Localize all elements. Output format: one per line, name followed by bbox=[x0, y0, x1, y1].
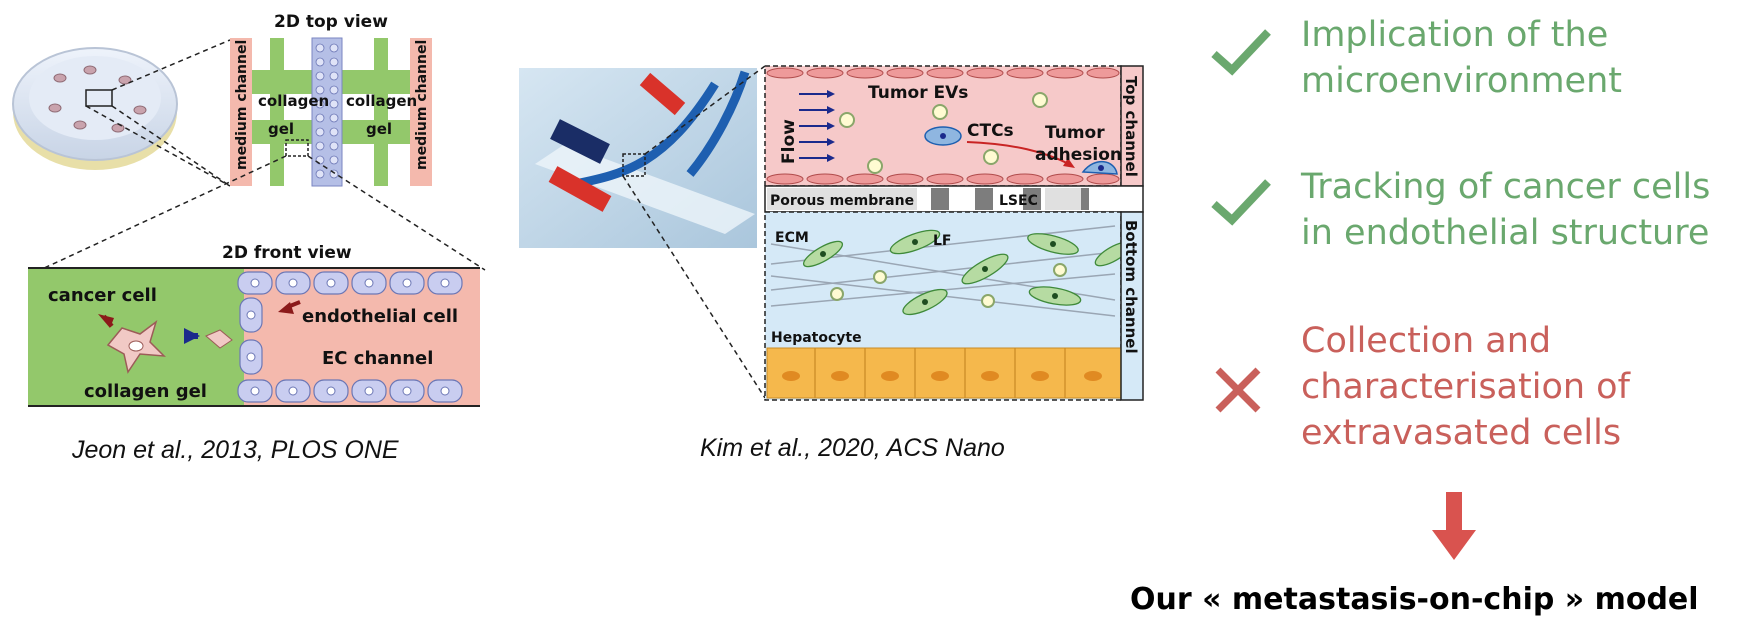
point-collection: Collection and characterisation of extra… bbox=[1301, 318, 1630, 456]
front-view-title: 2D front view bbox=[222, 243, 352, 263]
zoom-lines-3 bbox=[622, 65, 766, 399]
collagen-label-left: collagen bbox=[258, 92, 329, 110]
collagen-label-right: collagen bbox=[346, 92, 417, 110]
point-line: extravasated cells bbox=[1301, 413, 1622, 453]
point-line: Implication of the bbox=[1301, 15, 1609, 55]
lsec-label: LSEC bbox=[999, 193, 1038, 209]
figure-jeon: 2D top view medium channel medium channe… bbox=[12, 12, 486, 407]
point-microenvironment: Implication of the microenvironment bbox=[1301, 12, 1622, 104]
hepatocyte-label: Hepatocyte bbox=[771, 330, 862, 346]
front-view-diagram bbox=[28, 267, 480, 407]
point-line: microenvironment bbox=[1301, 61, 1622, 101]
caption-kim: Kim et al., 2020, ACS Nano bbox=[700, 434, 1005, 462]
top-view-title: 2D top view bbox=[274, 12, 388, 32]
porous-membrane-label: Porous membrane bbox=[770, 193, 914, 209]
ctcs-label: CTCs bbox=[967, 121, 1014, 141]
figure-kim: Tumor EVs Flow CTCs Tumor adhesion Top c… bbox=[519, 65, 1144, 401]
medium-channel-left: medium channel bbox=[234, 40, 250, 170]
lf-label: LF bbox=[933, 233, 951, 249]
porous-membrane-diagram bbox=[764, 185, 1144, 213]
endothelial-cell-label: endothelial cell bbox=[302, 306, 458, 327]
cross-icon bbox=[1215, 367, 1261, 413]
chip-photo bbox=[12, 47, 178, 170]
down-arrow-icon bbox=[1432, 492, 1476, 560]
point-line: Collection and bbox=[1301, 321, 1552, 361]
chip-photo-2 bbox=[519, 68, 757, 248]
point-line: characterisation of bbox=[1301, 367, 1630, 407]
top-view-diagram bbox=[230, 37, 432, 187]
tumor-adhesion-label-2: adhesion bbox=[1035, 145, 1122, 165]
ec-channel-label: EC channel bbox=[322, 348, 433, 369]
bottom-channel-diagram bbox=[764, 211, 1144, 401]
ecm-label: ECM bbox=[775, 230, 809, 246]
check-icon bbox=[1211, 179, 1271, 226]
gel-label-left: gel bbox=[268, 120, 294, 138]
flow-label: Flow bbox=[779, 119, 799, 164]
tumor-evs-label: Tumor EVs bbox=[868, 83, 968, 103]
caption-jeon: Jeon et al., 2013, PLOS ONE bbox=[72, 436, 399, 464]
check-icon bbox=[1211, 29, 1271, 76]
zoom-lines-2 bbox=[39, 155, 486, 271]
tumor-adhesion-label-1: Tumor bbox=[1045, 123, 1105, 143]
point-line: in endothelial structure bbox=[1301, 213, 1710, 253]
top-channel-label: Top channel bbox=[1122, 76, 1140, 177]
point-line: Tracking of cancer cells bbox=[1301, 167, 1711, 207]
model-label: Our « metastasis-on-chip » model bbox=[1130, 582, 1699, 617]
bottom-channel-label: Bottom channel bbox=[1122, 220, 1140, 354]
collagen-gel-label: collagen gel bbox=[84, 381, 207, 402]
gel-label-right: gel bbox=[366, 120, 392, 138]
top-channel-diagram bbox=[764, 65, 1144, 187]
medium-channel-right: medium channel bbox=[414, 40, 430, 170]
zoom-lines-1 bbox=[85, 39, 231, 187]
cancer-cell-label: cancer cell bbox=[48, 285, 157, 306]
point-tracking: Tracking of cancer cells in endothelial … bbox=[1301, 164, 1710, 256]
